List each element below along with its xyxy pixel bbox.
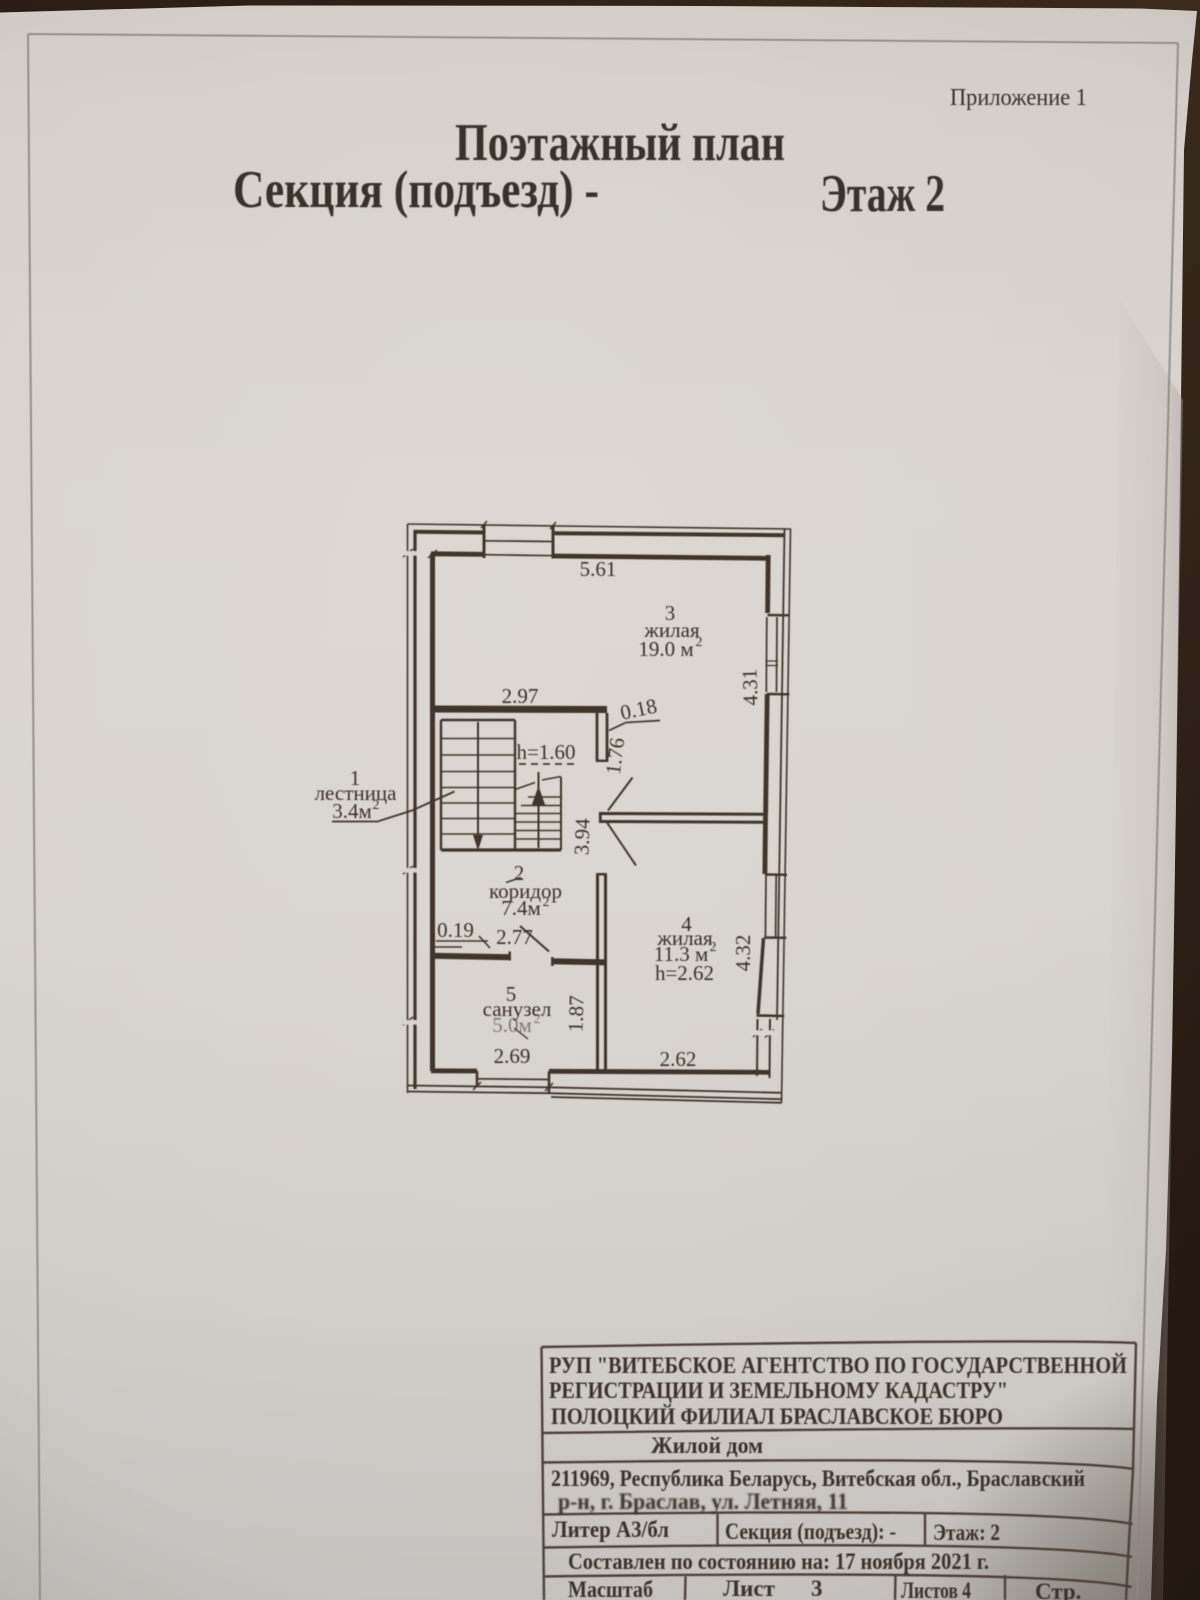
svg-text:Секция (подъезд) -: Секция (подъезд) - bbox=[233, 161, 599, 219]
svg-text:0.19: 0.19 bbox=[437, 918, 474, 942]
svg-text:Этаж 2: Этаж 2 bbox=[820, 165, 945, 223]
svg-text:2: 2 bbox=[514, 861, 525, 885]
svg-text:санузел: санузел bbox=[483, 997, 552, 1021]
svg-text:2: 2 bbox=[543, 895, 550, 910]
svg-text:5: 5 bbox=[506, 982, 517, 1006]
svg-text:Жилой дом: Жилой дом bbox=[651, 1433, 763, 1458]
svg-text:1.76: 1.76 bbox=[601, 736, 629, 775]
svg-text:4.32: 4.32 bbox=[731, 935, 755, 972]
svg-text:р-н, г. Браслав, ул. Летняя, 1: р-н, г. Браслав, ул. Летняя, 11 bbox=[558, 1489, 848, 1514]
svg-text:Стр.: Стр. bbox=[1035, 1579, 1081, 1600]
svg-text:2: 2 bbox=[534, 1012, 541, 1027]
svg-text:Листов 4: Листов 4 bbox=[901, 1578, 971, 1600]
svg-text:3.94: 3.94 bbox=[569, 817, 594, 855]
svg-text:ПОЛОЦКИЙ ФИЛИАЛ БРАСЛАВСКОЕ БЮ: ПОЛОЦКИЙ ФИЛИАЛ БРАСЛАВСКОЕ БЮРО bbox=[551, 1404, 1003, 1429]
svg-text:2: 2 bbox=[696, 635, 703, 650]
svg-text:Масштаб: Масштаб bbox=[568, 1577, 653, 1600]
svg-text:h=2.62: h=2.62 bbox=[655, 961, 714, 985]
svg-text:h=1.60: h=1.60 bbox=[516, 740, 575, 764]
svg-text:211969, Республика Беларусь, В: 211969, Республика Беларусь, Витебская о… bbox=[551, 1466, 1085, 1491]
svg-text:5.0м: 5.0м bbox=[492, 1013, 532, 1037]
svg-text:2.77: 2.77 bbox=[496, 925, 533, 949]
svg-text:2.62: 2.62 bbox=[660, 1047, 697, 1071]
svg-text:2.97: 2.97 bbox=[502, 684, 539, 708]
svg-text:жилая: жилая bbox=[643, 618, 700, 642]
svg-text:2: 2 bbox=[710, 940, 717, 955]
svg-text:Поэтажный план: Поэтажный план bbox=[455, 114, 785, 172]
svg-text:7.4м: 7.4м bbox=[501, 896, 541, 920]
svg-text:3: 3 bbox=[665, 601, 676, 625]
svg-text:жилая: жилая bbox=[656, 926, 713, 950]
svg-text:2.69: 2.69 bbox=[494, 1044, 531, 1068]
svg-text:5.61: 5.61 bbox=[580, 557, 617, 581]
svg-text:коридор: коридор bbox=[489, 879, 562, 903]
svg-text:Лист: Лист bbox=[723, 1576, 776, 1600]
svg-text:Приложение 1: Приложение 1 bbox=[950, 85, 1087, 111]
svg-text:11.3 м: 11.3 м bbox=[654, 942, 709, 966]
svg-text:Литер А3/бл: Литер А3/бл bbox=[552, 1517, 669, 1542]
svg-text:Составлен по состоянию на: 17: Составлен по состоянию на: 17 ноября 202… bbox=[568, 1549, 989, 1574]
svg-text:лестница: лестница bbox=[315, 781, 398, 805]
svg-text:Этаж: 2: Этаж: 2 bbox=[933, 1520, 1000, 1545]
svg-text:4.31: 4.31 bbox=[737, 668, 762, 706]
svg-text:3: 3 bbox=[811, 1576, 823, 1600]
svg-text:3.4м: 3.4м bbox=[332, 799, 372, 823]
svg-text:РУП "ВИТЕБСКОЕ АГЕНТСТВО ПО ГО: РУП "ВИТЕБСКОЕ АГЕНТСТВО ПО ГОСУДАРСТВЕН… bbox=[549, 1353, 1127, 1378]
svg-text:РЕГИСТРАЦИИ И ЗЕМЕЛЬНОМУ КАДАС: РЕГИСТРАЦИИ И ЗЕМЕЛЬНОМУ КАДАСТРУ" bbox=[549, 1378, 1008, 1403]
svg-text:4: 4 bbox=[681, 912, 692, 936]
svg-text:1.87: 1.87 bbox=[563, 995, 588, 1033]
svg-text:19.0 м: 19.0 м bbox=[638, 637, 693, 661]
svg-text:2: 2 bbox=[373, 798, 380, 813]
svg-text:Секция (подъезд): -: Секция (подъезд): - bbox=[725, 1519, 896, 1544]
svg-text:1: 1 bbox=[350, 766, 361, 790]
